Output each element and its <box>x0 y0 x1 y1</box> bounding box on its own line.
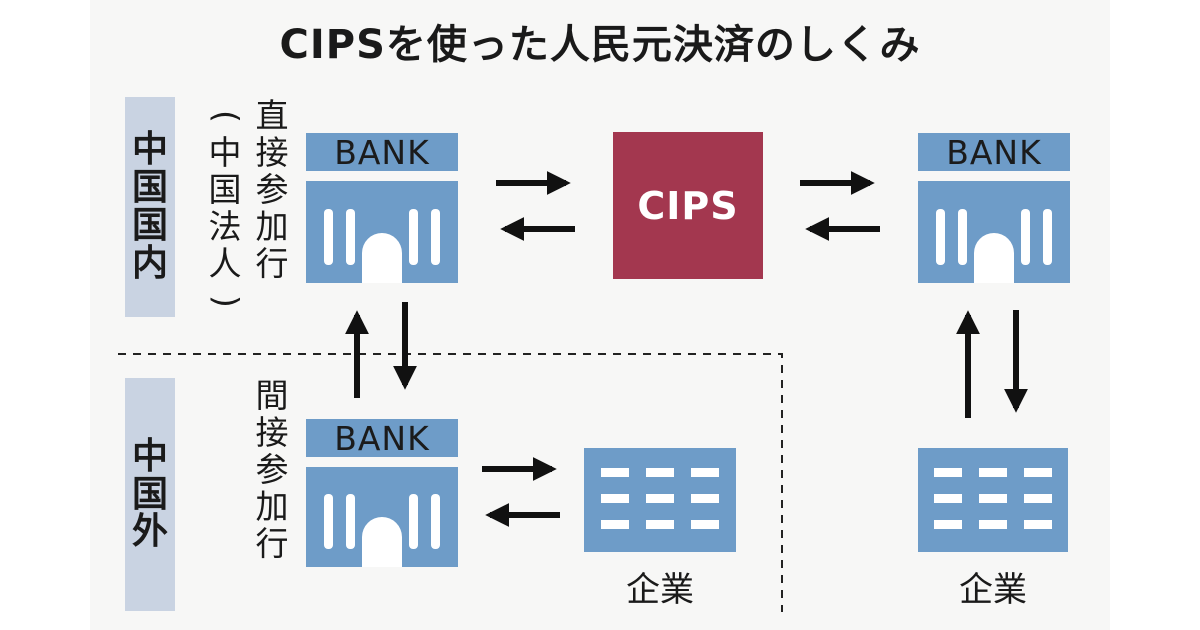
direct-participant-note: (中国法人) <box>206 110 246 308</box>
direct-participant-label: 直接参加行 <box>255 96 289 283</box>
bank-building-icon <box>306 467 458 567</box>
bank-overseas: BANK <box>918 133 1070 283</box>
region-label-overseas: 中国外 <box>125 378 175 611</box>
cips-node: CIPS <box>613 132 763 279</box>
bank-label: BANK <box>306 133 458 172</box>
bank-indirect-participant: BANK <box>306 419 458 567</box>
company-label-left: 企業 <box>626 570 694 610</box>
company-building-icon-left <box>584 448 736 552</box>
diagram-title: CIPSを使った人民元決済のしくみ <box>279 22 921 68</box>
bank-building-icon <box>918 181 1070 283</box>
bank-label: BANK <box>306 419 458 458</box>
company-label-right: 企業 <box>959 570 1027 610</box>
bank-direct-participant: BANK <box>306 133 458 283</box>
bank-label: BANK <box>918 133 1070 172</box>
bank-building-icon <box>306 181 458 283</box>
region-label-domestic: 中国国内 <box>125 97 175 317</box>
indirect-participant-label: 間接参加行 <box>255 376 289 563</box>
boundary-dashed-line <box>118 353 783 612</box>
company-building-icon-right <box>918 448 1068 552</box>
